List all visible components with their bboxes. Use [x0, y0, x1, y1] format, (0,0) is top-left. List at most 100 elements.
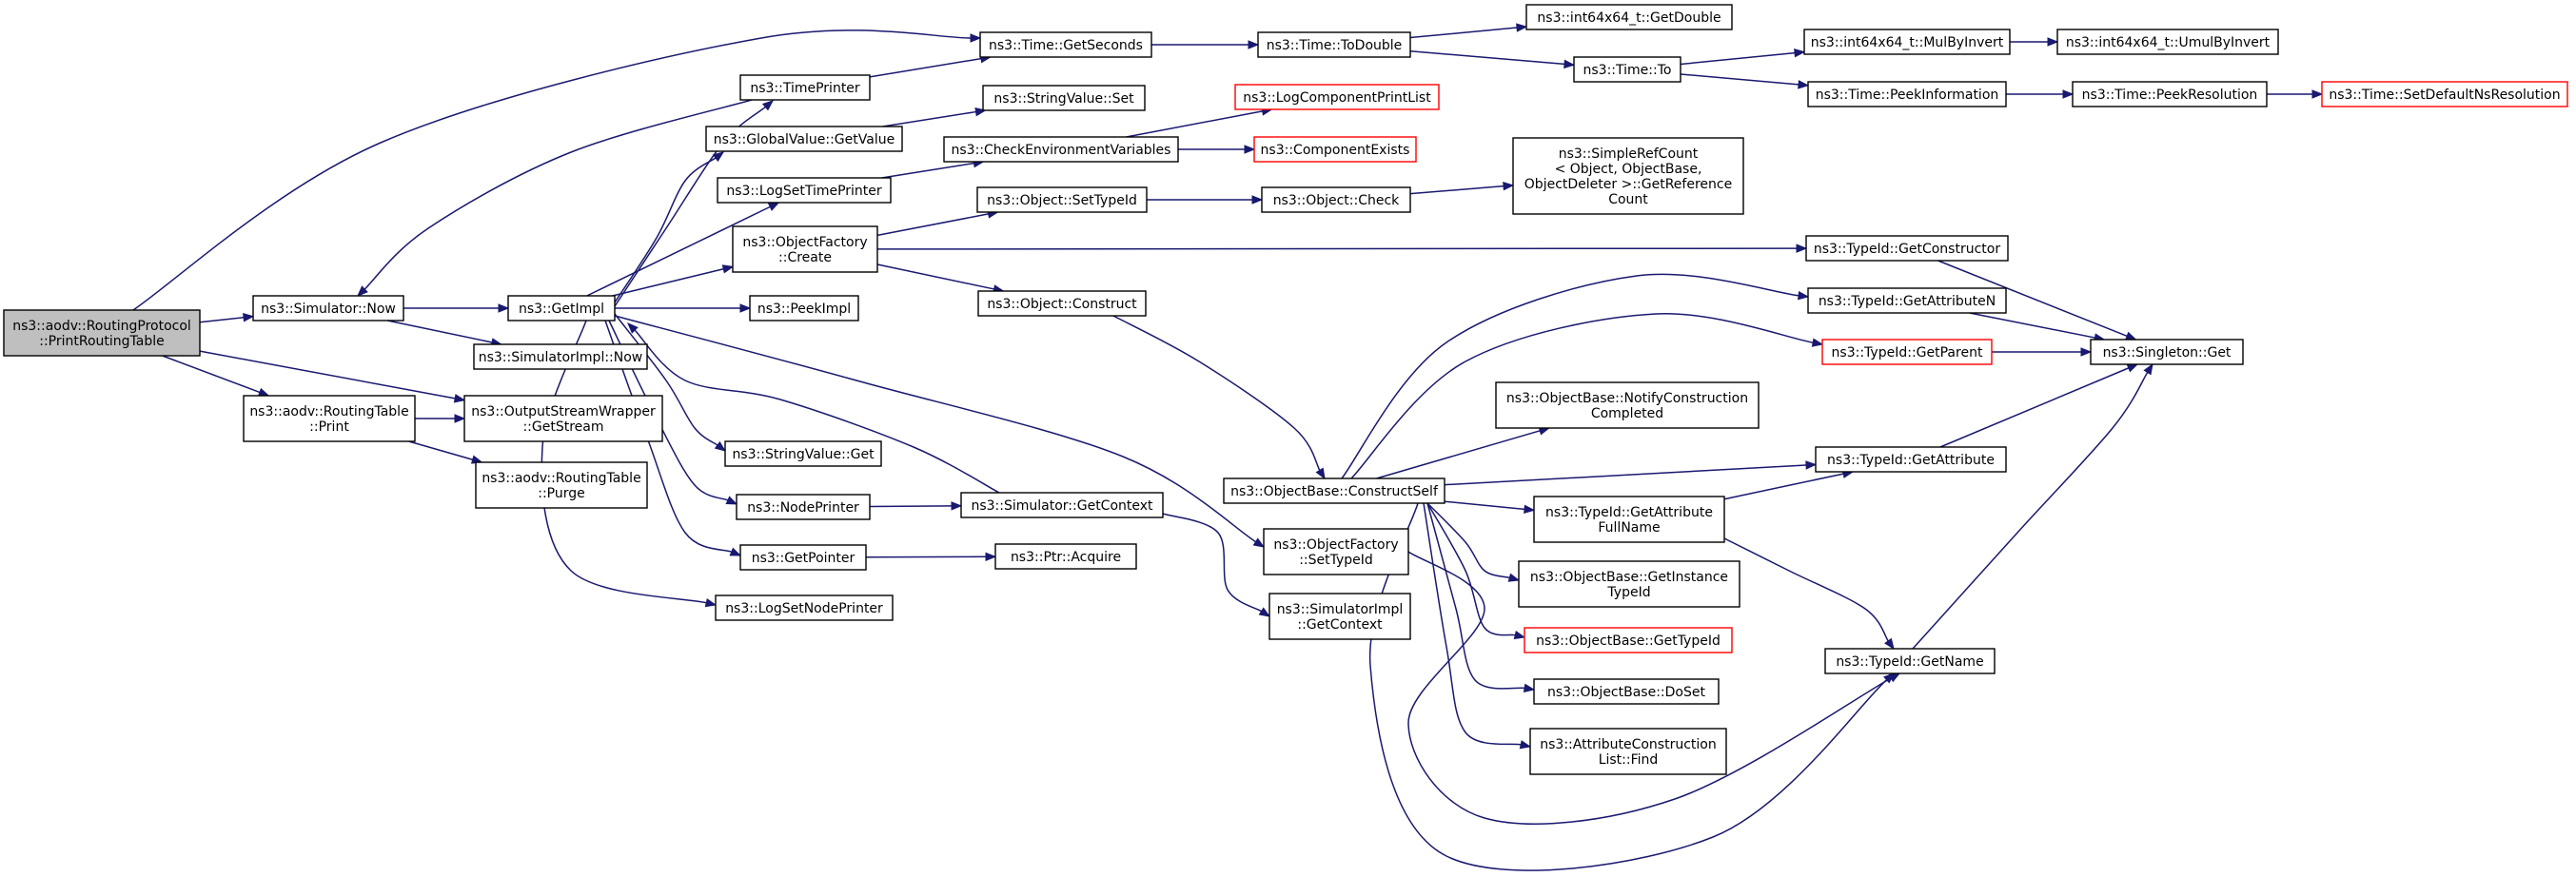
node-box	[1533, 678, 1720, 705]
node-ptr-acquire[interactable]: ns3::Ptr::Acquire	[994, 543, 1137, 570]
node-time-peek-resolution[interactable]: ns3::Time::PeekResolution	[2072, 81, 2268, 107]
node-object-base-get-type-id[interactable]: ns3::ObjectBase::GetTypeId	[1524, 627, 1733, 653]
node-type-id-get-attribute-n[interactable]: ns3::TypeId::GetAttributeN	[1807, 287, 2007, 314]
node-type-id-get-name[interactable]: ns3::TypeId::GetName	[1824, 648, 1996, 674]
arrowhead	[2047, 37, 2059, 47]
node-object-construct[interactable]: ns3::Object::Construct	[977, 290, 1147, 317]
edge-line	[614, 315, 1256, 543]
call-edge	[1423, 502, 1532, 750]
call-edge	[408, 440, 483, 464]
node-label: ::Create	[778, 250, 832, 265]
node-log-set-node-printer[interactable]: ns3::LogSetNodePrinter	[715, 594, 894, 621]
node-object-base-do-set[interactable]: ns3::ObjectBase::DoSet	[1533, 678, 1720, 705]
call-edge	[869, 54, 993, 78]
call-edge	[387, 320, 503, 347]
node-check-environment-variables[interactable]: ns3::CheckEnvironmentVariables	[943, 136, 1179, 163]
node-int64x64-get-double[interactable]: ns3::int64x64_t::GetDouble	[1525, 4, 1733, 30]
node-label: ns3::GlobalValue::GetValue	[714, 132, 895, 147]
node-time-to-double[interactable]: ns3::Time::ToDouble	[1257, 31, 1411, 58]
edge-line	[1409, 27, 1518, 39]
node-label: ns3::int64x64_t::UmulByInvert	[2066, 35, 2271, 50]
arrowhead	[1252, 537, 1266, 548]
node-global-value-get-value[interactable]: ns3::GlobalValue::GetValue	[705, 126, 903, 152]
call-edge	[614, 100, 775, 307]
node-object-factory-set-type-id[interactable]: ns3::ObjectFactory::SetTypeId	[1263, 528, 1409, 575]
node-object-check[interactable]: ns3::Object::Check	[1261, 186, 1411, 213]
arrowhead	[357, 285, 368, 297]
edge-line	[199, 350, 456, 400]
node-object-base-construct-self[interactable]: ns3::ObjectBase::ConstructSelf	[1223, 477, 1445, 504]
node-routing-table-purge[interactable]: ns3::aodv::RoutingTable::Purge	[475, 461, 648, 509]
node-type-id-get-constructor[interactable]: ns3::TypeId::GetConstructor	[1805, 235, 2009, 262]
node-simulator-impl-get-context[interactable]: ns3::SimulatorImpl::GetContext	[1268, 593, 1411, 640]
node-box	[1524, 627, 1733, 653]
arrowhead	[1883, 672, 1895, 684]
node-label: ns3::ObjectBase::NotifyConstruction	[1506, 391, 1748, 406]
node-get-impl[interactable]: ns3::GetImpl	[507, 295, 616, 322]
node-type-id-get-attribute[interactable]: ns3::TypeId::GetAttribute	[1815, 446, 2007, 473]
arrowhead	[725, 496, 738, 505]
node-string-value-get[interactable]: ns3::StringValue::Get	[724, 440, 882, 467]
edge-line	[1680, 51, 1796, 66]
node-string-value-set[interactable]: ns3::StringValue::Set	[982, 85, 1146, 111]
node-node-printer[interactable]: ns3::NodePrinter	[736, 494, 871, 520]
node-singleton-get[interactable]: ns3::Singleton::Get	[2090, 339, 2244, 365]
node-time-get-seconds[interactable]: ns3::Time::GetSeconds	[979, 31, 1152, 58]
node-int64x64-mul-by-invert[interactable]: ns3::int64x64_t::MulByInvert	[1803, 29, 2011, 55]
node-label: ns3::Singleton::Get	[2103, 345, 2232, 361]
edge-line	[162, 355, 261, 394]
arrowhead	[951, 501, 963, 511]
node-time-set-default-ns-resolution[interactable]: ns3::Time::SetDefaultNsResolution	[2321, 81, 2568, 107]
node-get-pointer[interactable]: ns3::GetPointer	[739, 544, 867, 571]
node-simulator-get-context[interactable]: ns3::Simulator::GetContext	[960, 492, 1164, 518]
node-label: ::PrintRoutingTable	[39, 334, 165, 349]
node-time-to[interactable]: ns3::Time::To	[1573, 56, 1681, 83]
node-object-factory-create[interactable]: ns3::ObjectFactory::Create	[732, 225, 878, 273]
call-edge	[876, 263, 1005, 294]
node-box	[749, 295, 859, 322]
arrowhead	[1507, 573, 1521, 582]
node-simulator-now[interactable]: ns3::Simulator::Now	[252, 295, 404, 322]
call-edge	[2267, 89, 2324, 99]
node-simple-ref-count[interactable]: ns3::SimpleRefCount< Object, ObjectBase,…	[1512, 137, 1744, 215]
arrowhead	[1248, 40, 1260, 49]
node-label: ns3::GetPointer	[752, 551, 855, 566]
node-simulator-impl-now[interactable]: ns3::SimulatorImpl::Now	[473, 343, 648, 370]
node-log-component-print-list[interactable]: ns3::LogComponentPrintList	[1234, 84, 1440, 110]
node-routing-table-print[interactable]: ns3::aodv::RoutingTable::Print	[243, 395, 416, 442]
node-label: ns3::Time::To	[1583, 63, 1672, 78]
node-output-stream-wrapper-get-stream[interactable]: ns3::OutputStreamWrapper::GetStream	[463, 395, 663, 442]
node-int64x64-umul-by-invert[interactable]: ns3::int64x64_t::UmulByInvert	[2056, 29, 2279, 55]
arrowhead	[1794, 48, 1806, 58]
node-label: ns3::PeekImpl	[757, 302, 851, 317]
edge-line	[1912, 372, 2149, 650]
node-box	[1573, 56, 1681, 83]
node-print-routing-table[interactable]: ns3::aodv::RoutingProtocol::PrintRouting…	[3, 309, 201, 357]
node-object-set-type-id[interactable]: ns3::Object::SetTypeId	[976, 186, 1148, 213]
node-time-peek-information[interactable]: ns3::Time::PeekInformation	[1807, 81, 2007, 107]
node-label: ns3::TimePrinter	[750, 81, 860, 96]
node-component-exists[interactable]: ns3::ComponentExists	[1253, 136, 1417, 163]
node-time-printer[interactable]: ns3::TimePrinter	[739, 74, 871, 101]
arrowhead	[712, 151, 725, 163]
node-peek-impl[interactable]: ns3::PeekImpl	[749, 295, 859, 322]
node-log-set-time-printer[interactable]: ns3::LogSetTimePrinter	[717, 177, 892, 204]
edge-line	[1407, 551, 1892, 825]
node-box	[252, 295, 404, 322]
node-label: ns3::ObjectFactory	[742, 235, 867, 250]
call-edge	[1112, 315, 1326, 480]
edge-line	[1126, 110, 1263, 138]
node-label: ns3::int64x64_t::MulByInvert	[1811, 35, 2004, 50]
node-label: ns3::Time::GetSeconds	[989, 38, 1143, 53]
arrowhead	[1513, 630, 1526, 640]
edge-line	[634, 329, 1000, 494]
edge-line	[1444, 500, 1525, 511]
node-notify-construction-completed[interactable]: ns3::ObjectBase::NotifyConstructionCompl…	[1495, 381, 1760, 429]
edge-line	[1723, 473, 1844, 500]
call-edge	[1151, 40, 1260, 49]
node-type-id-get-parent[interactable]: ns3::TypeId::GetParent	[1821, 339, 1993, 365]
